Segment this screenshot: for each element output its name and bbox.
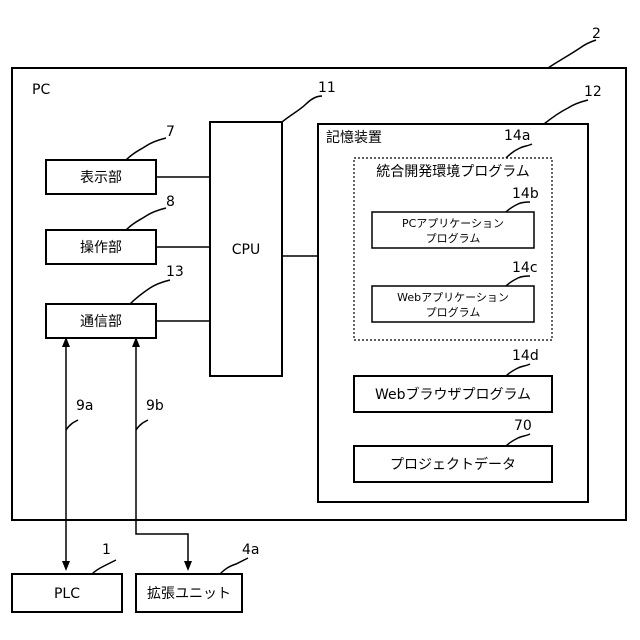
plc-ref-leader bbox=[92, 560, 116, 574]
display-unit-label: 表示部 bbox=[80, 170, 122, 186]
ide-ref: 14a bbox=[504, 128, 530, 144]
pc-ref-leader bbox=[548, 40, 596, 68]
expansion-ref: 4a bbox=[242, 542, 260, 558]
pc-app-ref: 14b bbox=[512, 186, 539, 202]
line-9a-ref: 9a bbox=[76, 398, 94, 414]
operation-ref: 8 bbox=[166, 194, 175, 210]
operation-unit-label: 操作部 bbox=[80, 240, 122, 256]
expansion-unit-label: 拡張ユニット bbox=[147, 586, 231, 602]
storage-label: 記憶装置 bbox=[326, 129, 382, 146]
display-ref: 7 bbox=[166, 124, 175, 140]
storage-ref: 12 bbox=[584, 84, 602, 100]
line-9b-ref: 9b bbox=[146, 398, 164, 414]
cpu-label: CPU bbox=[232, 242, 260, 258]
pc-ref: 2 bbox=[592, 26, 601, 42]
project-ref: 70 bbox=[514, 418, 532, 434]
web-app-label-2: プログラム bbox=[426, 305, 481, 319]
project-data-label: プロジェクトデータ bbox=[390, 456, 516, 473]
pc-app-label-2: プログラム bbox=[426, 231, 481, 245]
browser-label: Webブラウザプログラム bbox=[375, 386, 531, 403]
comm-ref: 13 bbox=[166, 264, 184, 280]
web-app-ref: 14c bbox=[512, 260, 538, 276]
plc-ref: 1 bbox=[102, 542, 111, 558]
plc-label: PLC bbox=[54, 586, 80, 602]
cpu-ref: 11 bbox=[318, 80, 336, 96]
browser-ref: 14d bbox=[512, 348, 539, 364]
expansion-ref-leader bbox=[220, 558, 248, 574]
ide-label: 統合開発環境プログラム bbox=[376, 164, 530, 180]
comm-unit-label: 通信部 bbox=[80, 314, 122, 330]
pc-app-label-1: PCアプリケーション bbox=[402, 217, 504, 230]
web-app-label-1: Webアプリケーション bbox=[397, 291, 509, 304]
pc-label: PC bbox=[32, 82, 50, 98]
